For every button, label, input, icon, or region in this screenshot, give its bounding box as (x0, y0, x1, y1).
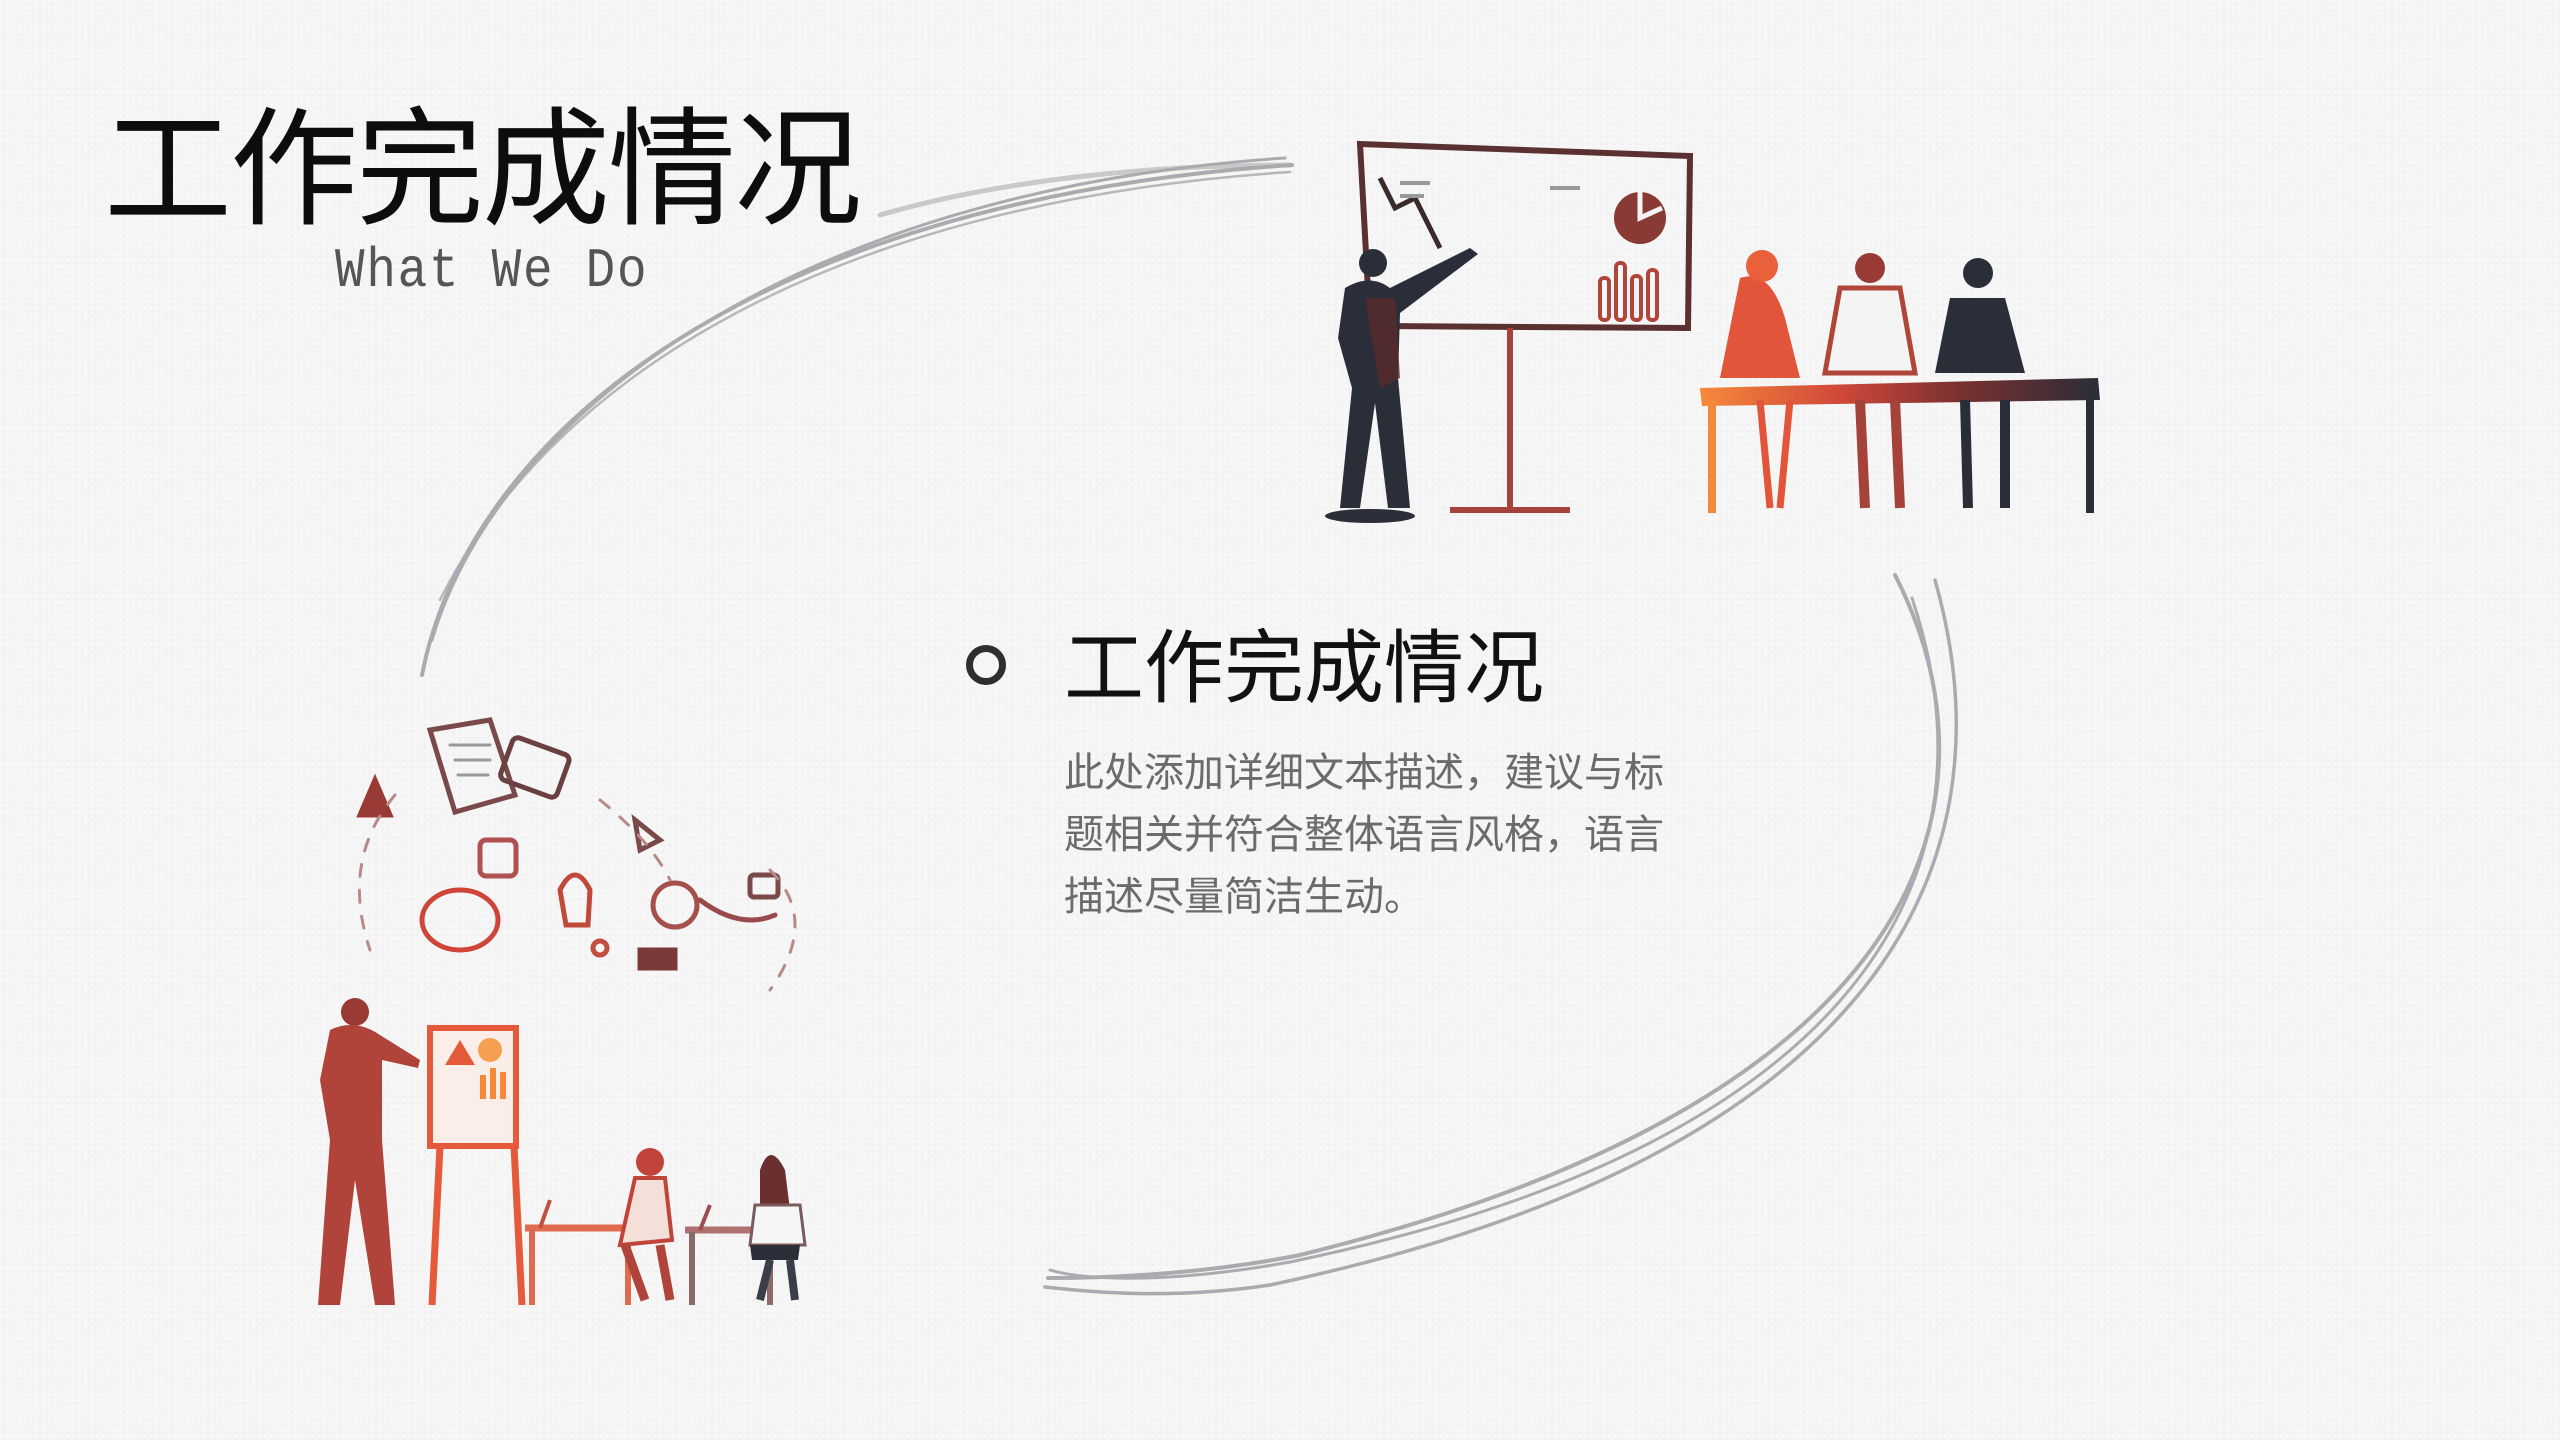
flipchart (427, 1025, 526, 1306)
presentation-meeting-illustration (1325, 140, 2100, 523)
body-line: 描述尽量简洁生动。 (1064, 874, 1424, 919)
section-heading: 工作完成情况 (1064, 626, 1544, 714)
slide-title: 工作完成情况 (104, 100, 862, 242)
body-line: 题相关并符合整体语言风格，语言 (1064, 812, 1664, 857)
standing-presenter-figure (318, 998, 420, 1305)
body-line: 此处添加详细文本描述，建议与标 (1064, 750, 1664, 795)
section-body: 此处添加详细文本描述，建议与标 题相关并符合整体语言风格，语言 描述尽量简洁生动… (1064, 742, 1724, 928)
team-brainstorm-illustration (318, 717, 807, 1306)
presenter-figure (1325, 248, 1478, 523)
chart-board-icon (1356, 140, 1694, 513)
desks-with-laptops (525, 1148, 807, 1305)
slide-subtitle: What We Do (335, 239, 649, 303)
seated-audience (1700, 250, 2100, 513)
floating-idea-icons (356, 717, 797, 992)
ring-bullet-icon (966, 645, 1006, 685)
